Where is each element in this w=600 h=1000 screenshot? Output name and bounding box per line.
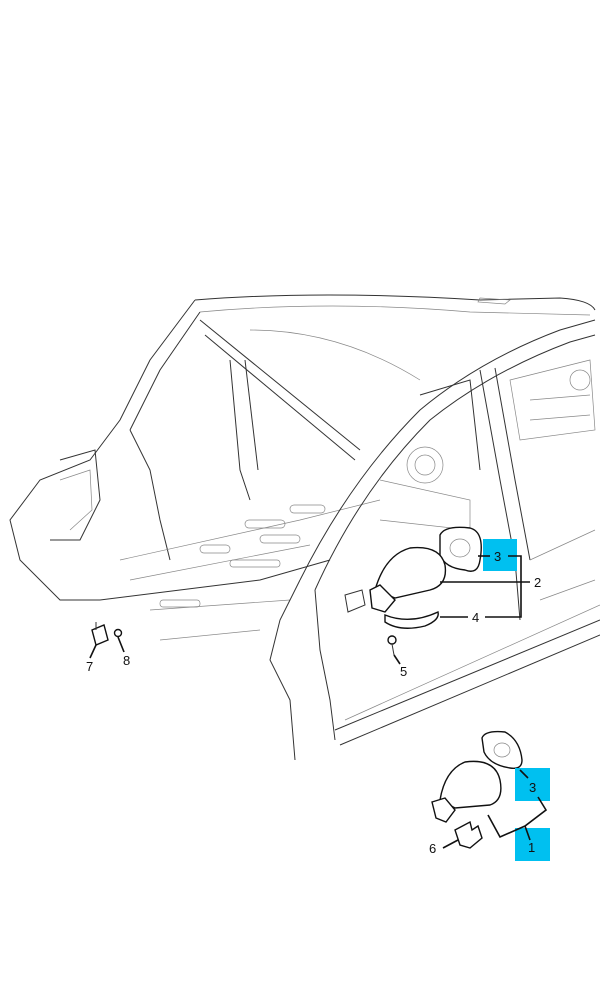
callout-3-lower: 3 [529, 780, 536, 795]
highlight-3-lower [515, 768, 550, 801]
callout-5: 5 [400, 664, 407, 679]
highlight-1 [515, 828, 550, 861]
mirror-assembly-lower [431, 730, 523, 849]
callout-4: 4 [472, 610, 479, 625]
small-parts-left [91, 622, 123, 646]
mirror-glass-upper [439, 526, 482, 572]
callout-8: 8 [123, 653, 130, 668]
leader-lines [89, 555, 548, 849]
floor-stampings [159, 504, 326, 608]
mirror-cover-upper [374, 546, 447, 599]
mirror-assembly-upper [369, 526, 482, 656]
callout-7: 7 [86, 659, 93, 674]
mirror-cover-lower [439, 760, 502, 809]
callout-6: 6 [429, 841, 436, 856]
callout-3-upper: 3 [494, 549, 501, 564]
nut-part-8 [113, 628, 123, 638]
callout-2: 2 [534, 575, 541, 590]
mirror-base-upper [369, 584, 396, 613]
mirror-glass-lower [481, 730, 523, 770]
vehicle-body-structure [9, 294, 600, 761]
bolt-part-5 [387, 635, 397, 645]
bracket-part-7 [91, 624, 109, 646]
turn-signal-lamp [384, 611, 439, 629]
highlight-3-upper [483, 539, 517, 571]
callout-1: 1 [528, 840, 535, 855]
mirror-base-lower [431, 797, 456, 823]
cap-part-6 [454, 820, 483, 849]
